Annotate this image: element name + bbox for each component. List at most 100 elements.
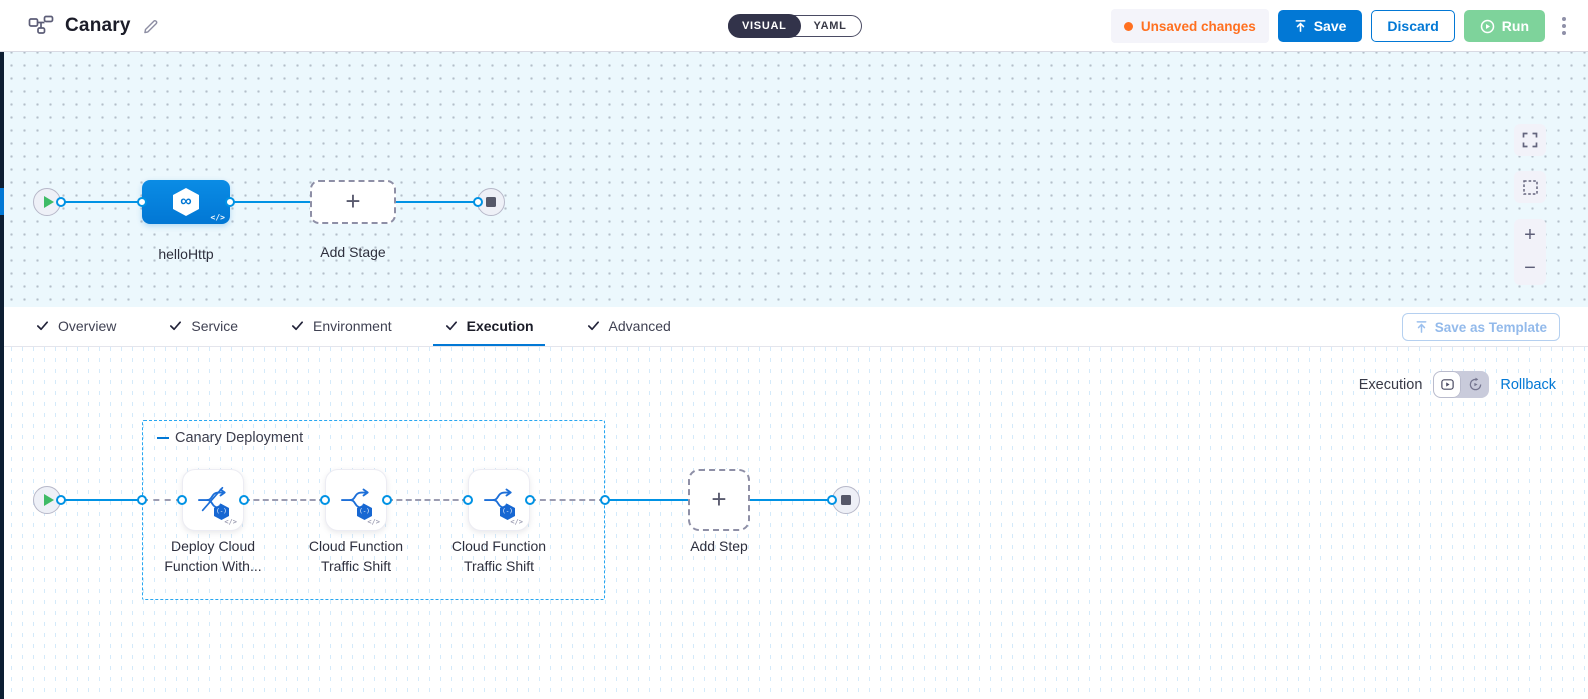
zoom-controls: + − bbox=[1514, 219, 1546, 285]
check-icon bbox=[36, 321, 49, 331]
tab-overview[interactable]: Overview bbox=[24, 307, 127, 346]
tab-label: Execution bbox=[466, 317, 534, 334]
execution-graph-canvas[interactable]: Execution Rollback bbox=[0, 347, 1588, 699]
execution-end-node[interactable] bbox=[832, 486, 860, 514]
add-stage-label: Add Stage bbox=[320, 244, 386, 260]
link-port bbox=[56, 197, 66, 207]
plus-icon: + bbox=[345, 185, 361, 216]
pipeline-brand: Canary bbox=[28, 0, 160, 52]
link-port bbox=[225, 197, 235, 207]
header-actions: Unsaved changes Save Discard Run bbox=[1110, 9, 1574, 43]
tab-service[interactable]: Service bbox=[157, 307, 249, 346]
link-port bbox=[382, 495, 392, 505]
edit-pencil-icon[interactable] bbox=[142, 17, 160, 35]
step-traffic-shift-2[interactable]: (-) </> bbox=[468, 469, 530, 531]
step-label: Deploy Cloud Function With... bbox=[164, 538, 262, 574]
unsaved-changes-label: Unsaved changes bbox=[1140, 18, 1256, 34]
run-play-icon bbox=[1480, 19, 1495, 33]
cloud-function-badge-icon: (-) bbox=[500, 504, 515, 520]
cloud-function-badge-icon: (-) bbox=[214, 504, 229, 520]
step-deploy-cloud-function[interactable]: (-) </> bbox=[182, 469, 244, 531]
rail-scroll-indicator bbox=[0, 188, 4, 215]
zoom-out-button[interactable]: − bbox=[1524, 257, 1536, 279]
stop-square-icon bbox=[841, 495, 851, 505]
unsaved-dot-icon bbox=[1123, 21, 1133, 31]
add-stage-button[interactable]: + bbox=[310, 180, 396, 224]
stage-node-hellohttp[interactable]: ∞ </> bbox=[142, 180, 230, 224]
save-as-template-label: Save as Template bbox=[1434, 319, 1547, 335]
link-line bbox=[605, 499, 688, 501]
link-port bbox=[56, 495, 66, 505]
marquee-select-icon bbox=[1522, 179, 1538, 195]
group-collapse-dash-icon[interactable] bbox=[157, 436, 169, 440]
execution-mode-button[interactable] bbox=[1433, 371, 1462, 398]
toggle-visual[interactable]: VISUAL bbox=[728, 14, 801, 38]
save-as-template-button[interactable]: Save as Template bbox=[1401, 313, 1560, 341]
canary-deployment-group[interactable]: Canary Deployment bbox=[142, 420, 605, 600]
link-port bbox=[827, 495, 837, 505]
header-bar: Canary VISUAL YAML Unsaved changes Save bbox=[0, 0, 1588, 52]
link-line-dashed bbox=[530, 499, 605, 501]
link-line bbox=[61, 499, 142, 501]
tab-label: Advanced bbox=[608, 317, 671, 334]
rollback-link[interactable]: Rollback bbox=[1500, 376, 1556, 393]
rollback-mode-icon bbox=[1469, 377, 1482, 391]
discard-button[interactable]: Discard bbox=[1371, 10, 1455, 42]
code-icon: </> bbox=[510, 518, 523, 526]
step-label: Cloud Function Traffic Shift bbox=[451, 538, 547, 574]
link-line-dashed bbox=[387, 499, 468, 501]
zoom-in-button[interactable]: + bbox=[1524, 224, 1536, 246]
link-line-dashed bbox=[244, 499, 325, 501]
save-button[interactable]: Save bbox=[1277, 10, 1363, 42]
tab-label: Service bbox=[191, 317, 239, 334]
stage-graph-canvas[interactable]: ∞ </> helloHttp + Add Stage bbox=[0, 52, 1588, 307]
add-step-label: Add Step bbox=[690, 538, 748, 554]
toggle-yaml[interactable]: YAML bbox=[813, 20, 847, 32]
link-port bbox=[137, 197, 147, 207]
link-port bbox=[177, 495, 187, 505]
execution-rollback-toggle bbox=[1433, 371, 1490, 398]
link-line bbox=[396, 201, 477, 203]
link-port bbox=[525, 495, 535, 505]
link-port bbox=[473, 197, 483, 207]
tab-advanced[interactable]: Advanced bbox=[575, 307, 682, 346]
tab-environment[interactable]: Environment bbox=[279, 307, 403, 346]
serverless-hexagon-icon: ∞ bbox=[173, 188, 199, 216]
add-step-button[interactable]: + bbox=[688, 469, 750, 531]
unsaved-changes-badge: Unsaved changes bbox=[1110, 9, 1269, 43]
start-play-icon bbox=[43, 494, 54, 506]
left-nav-rail bbox=[0, 52, 4, 699]
check-icon bbox=[445, 321, 457, 331]
fullscreen-button[interactable] bbox=[1514, 124, 1546, 156]
execution-mode-label: Execution bbox=[1358, 376, 1423, 393]
stage-name-label: helloHttp bbox=[158, 246, 214, 262]
infinity-glyph: ∞ bbox=[180, 193, 192, 210]
cloud-function-badge-icon: (-) bbox=[357, 504, 372, 520]
marquee-select-button[interactable] bbox=[1514, 171, 1546, 203]
check-icon bbox=[170, 321, 182, 331]
link-port bbox=[463, 495, 473, 505]
fullscreen-icon bbox=[1522, 132, 1538, 148]
tab-execution[interactable]: Execution bbox=[432, 307, 545, 346]
group-label-row: Canary Deployment bbox=[157, 430, 303, 446]
code-icon: </> bbox=[224, 518, 237, 526]
run-button[interactable]: Run bbox=[1463, 10, 1545, 42]
stage-tabs: Overview Service Environment Execution A… bbox=[0, 307, 1588, 347]
pipeline-icon bbox=[28, 15, 54, 34]
stop-square-icon bbox=[486, 197, 496, 207]
execution-mode-icon bbox=[1441, 379, 1454, 390]
link-port bbox=[600, 495, 610, 505]
tab-label: Environment bbox=[313, 317, 392, 334]
code-icon: </> bbox=[210, 213, 225, 222]
check-icon bbox=[587, 321, 599, 331]
link-port bbox=[137, 495, 147, 505]
link-port bbox=[320, 495, 330, 505]
step-label: Cloud Function Traffic Shift bbox=[308, 538, 404, 574]
more-options-kebab-icon[interactable] bbox=[1554, 11, 1574, 41]
group-label: Canary Deployment bbox=[175, 430, 304, 446]
rollback-mode-button[interactable] bbox=[1461, 371, 1489, 398]
step-traffic-shift-1[interactable]: (-) </> bbox=[325, 469, 387, 531]
save-button-label: Save bbox=[1313, 18, 1347, 34]
link-line bbox=[61, 201, 142, 203]
